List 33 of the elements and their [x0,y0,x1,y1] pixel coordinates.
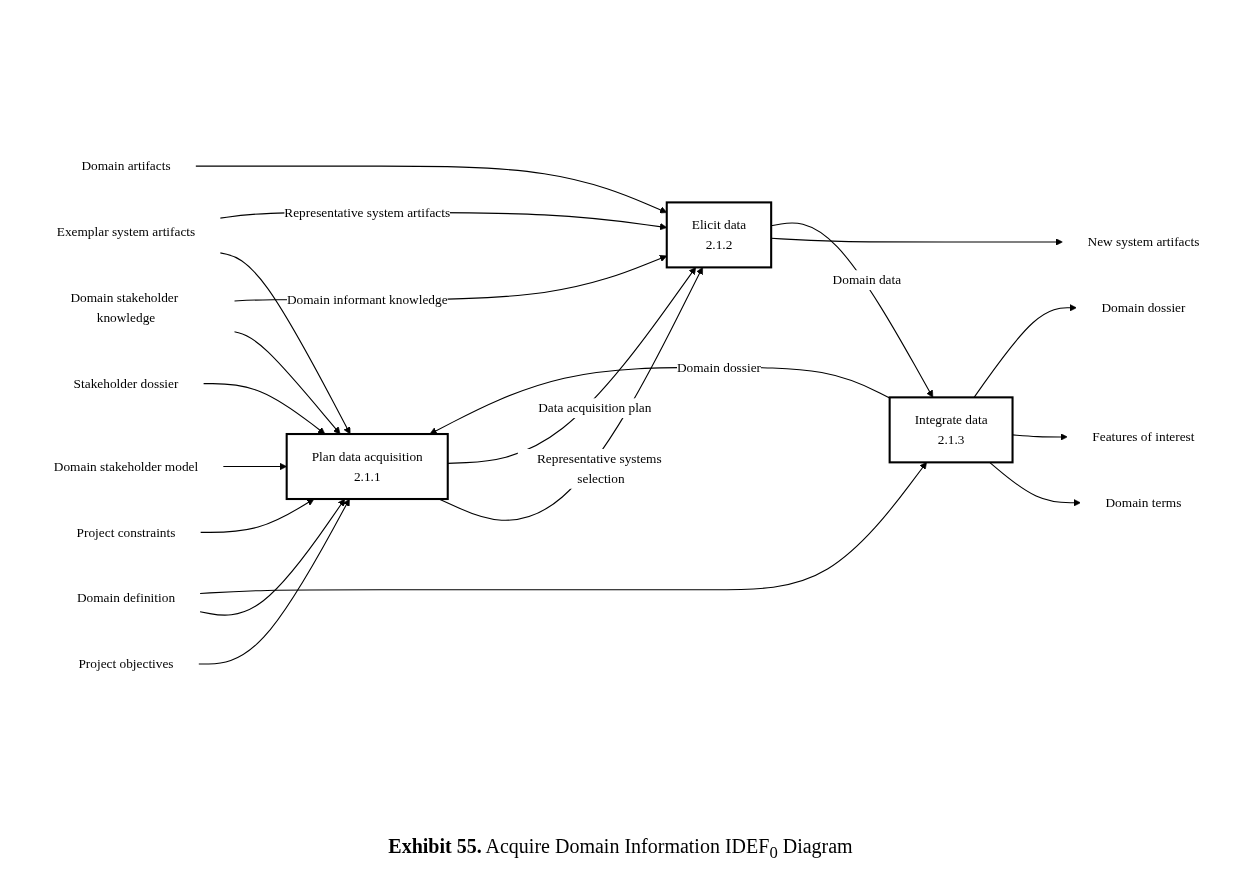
node-box: Plan data acquisition 2.1.1 [285,433,449,501]
edge-label: Domain data [832,273,901,288]
arrow [770,238,1063,247]
arrow [199,499,314,534]
arrow [219,252,350,435]
edge-label: Domain dossier [676,360,761,375]
arrow [429,367,890,435]
arrow [197,499,350,665]
node-text: Features of interest [1091,429,1195,445]
node-text: Project constraints [76,525,175,540]
node-text: Stakeholder dossier [73,376,178,391]
arrow [202,383,325,435]
node-text: Project objectives [77,656,174,672]
node-text: Domain dossier [1100,300,1185,315]
edge-label: Representative systems selection [536,451,662,486]
node-text: Domain definition [76,591,175,606]
node-text: New system artifacts [1087,234,1199,250]
node-text: Domain stakeholder knowledge [69,290,178,325]
arrow [199,462,927,595]
arrow [199,499,345,617]
node-text: Domain terms [1104,495,1181,510]
edge-label: Data acquisition plan [537,401,651,416]
node-box: Integrate data 2.1.3 [888,396,1014,464]
node-box: Elicit data 2.1.2 [665,201,772,269]
node-text: Exemplar system artifacts [56,224,195,240]
figure-caption: Exhibit 55. Acquire Domain Information IDEF$_{0}$ Diagram [388,835,853,863]
arrow [233,331,340,435]
node-text: Domain stakeholder model [53,459,198,474]
edge-label: Domain informant knowledge [286,292,448,307]
arrow [194,166,667,214]
edge-label: Representative system artifacts [283,205,450,220]
arrow [222,463,287,471]
node-text: Domain artifacts [80,159,171,174]
